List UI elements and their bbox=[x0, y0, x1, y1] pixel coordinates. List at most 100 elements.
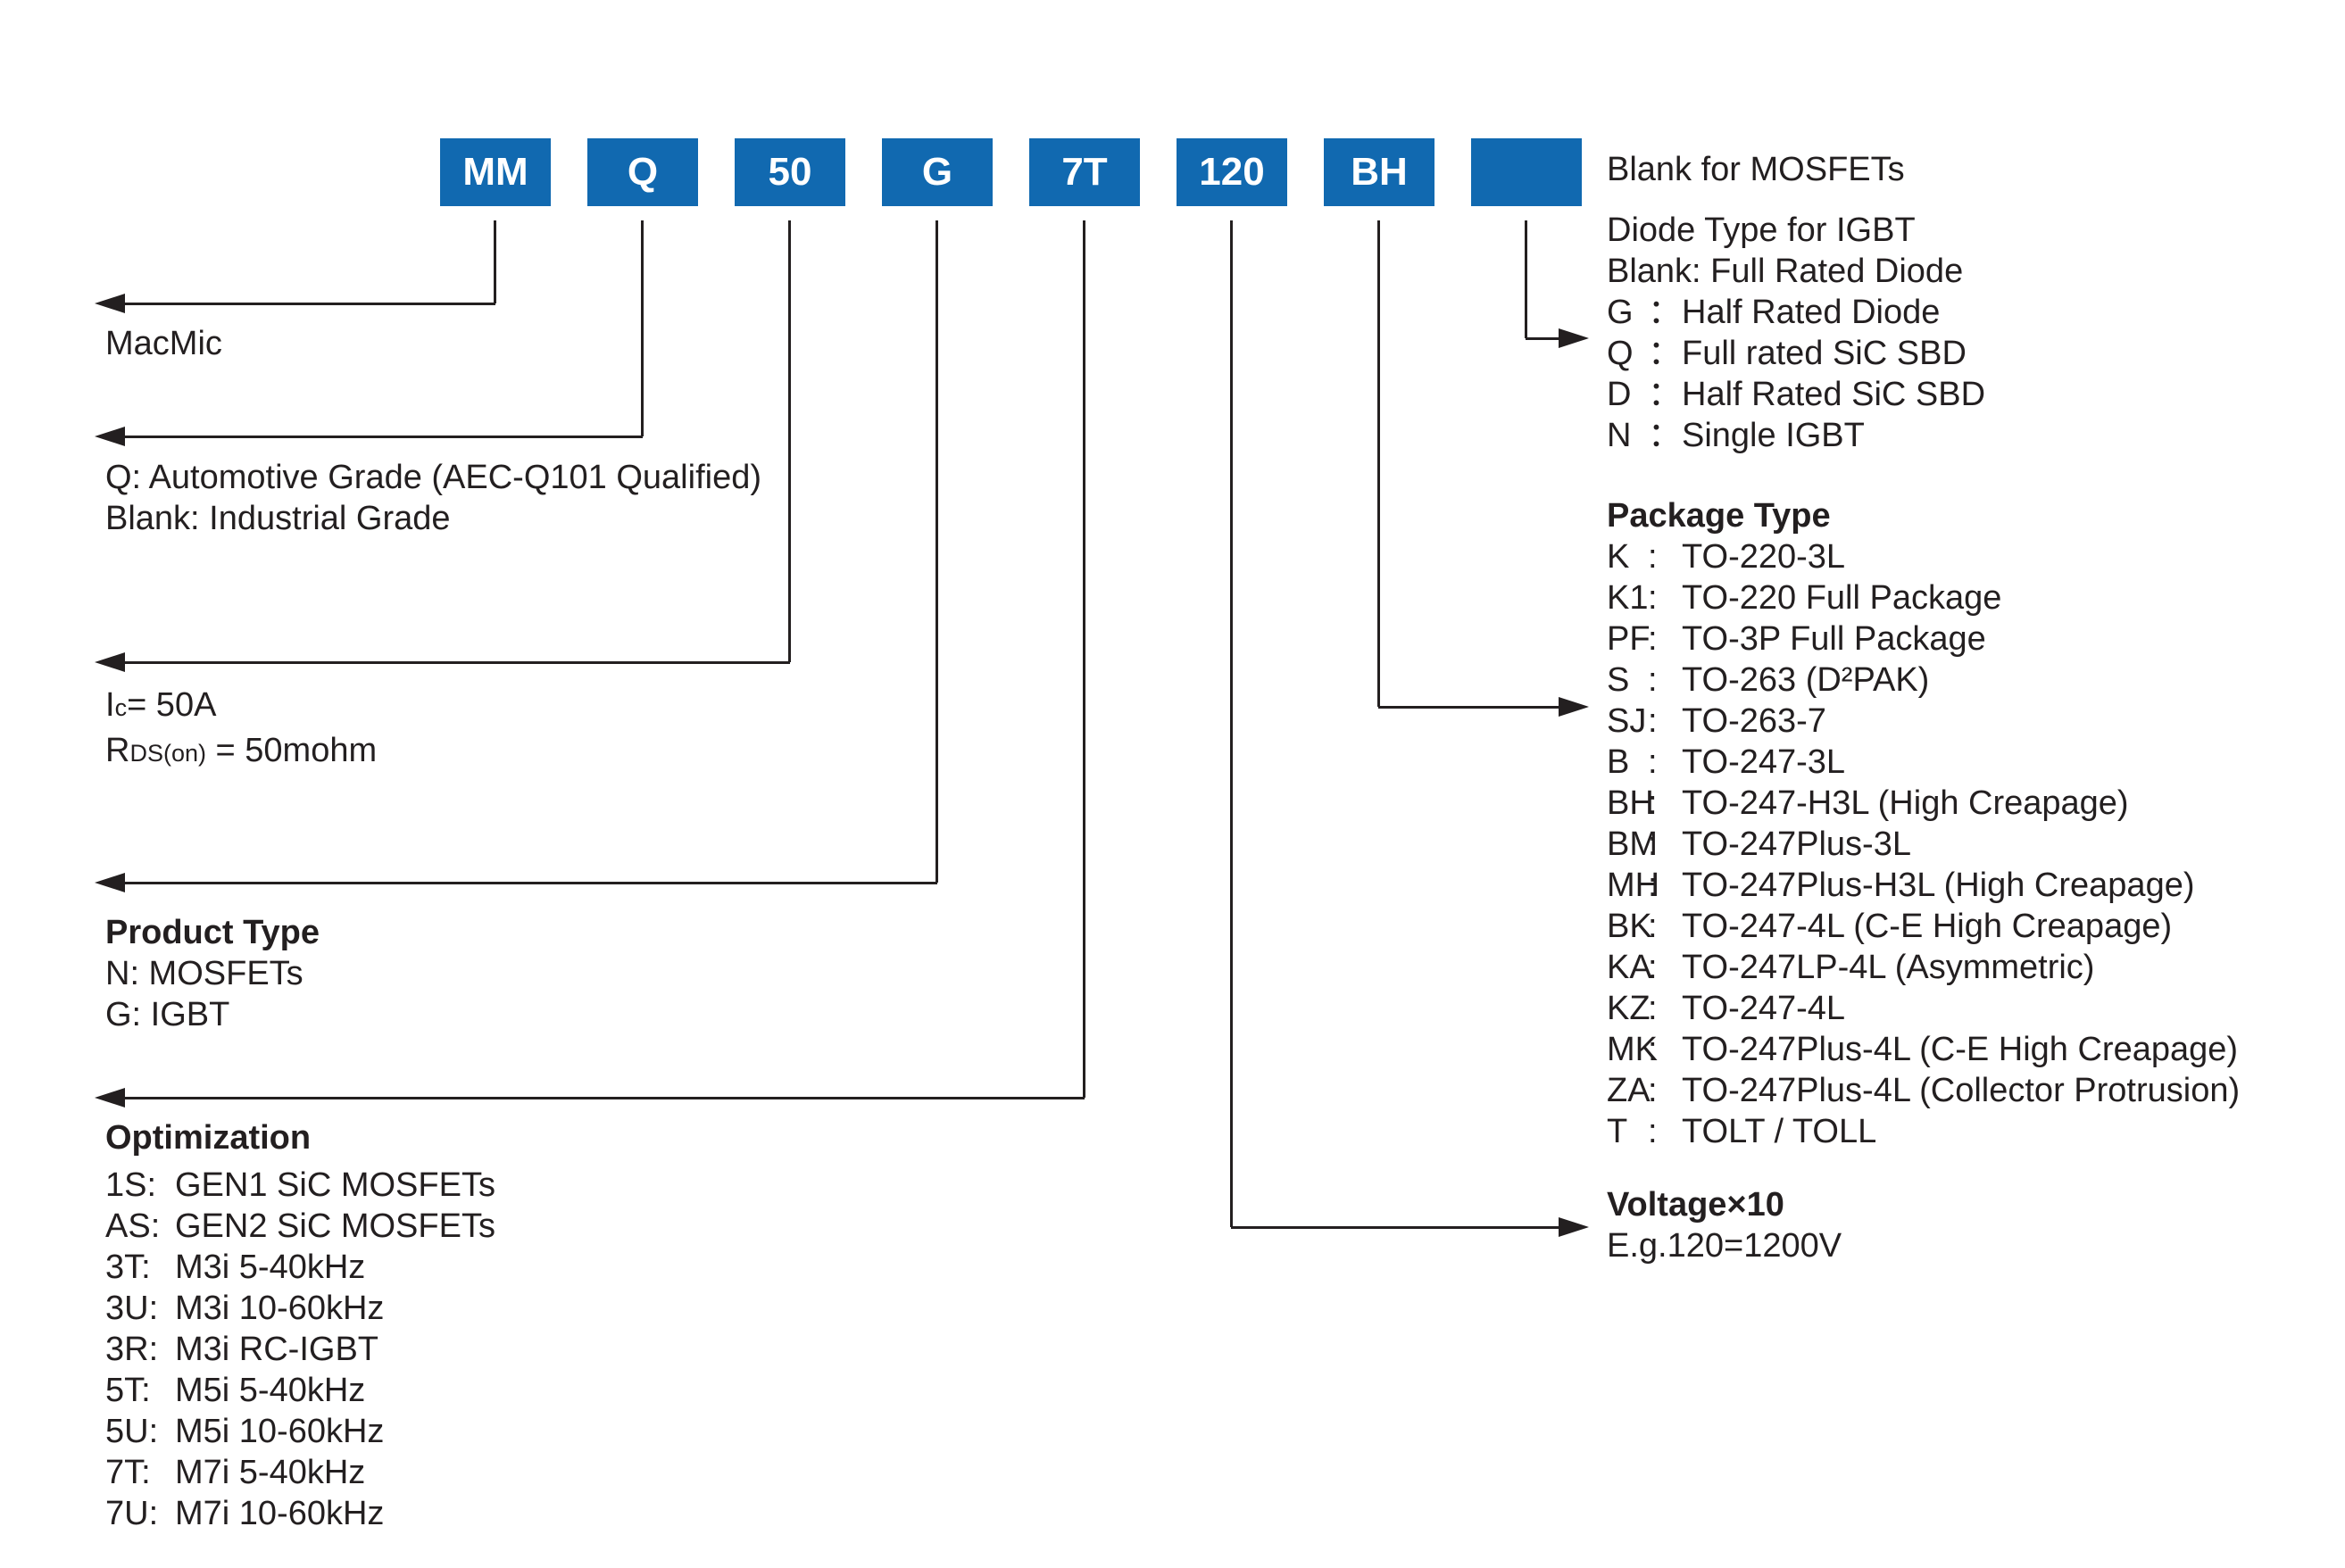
item-code: 5T: bbox=[105, 1372, 151, 1409]
item-desc: TO-263 (D²PAK) bbox=[1682, 661, 1930, 699]
package-row: KA : TO-247LP-4L (Asymmetric) bbox=[1607, 947, 2240, 988]
connector-g-down bbox=[936, 220, 938, 883]
grade-line-industrial: Blank: Industrial Grade bbox=[105, 500, 451, 537]
item-code: 1S: bbox=[105, 1166, 157, 1204]
item-colon: : bbox=[1648, 1072, 1658, 1109]
voltage-example: E.g.120=1200V bbox=[1607, 1227, 1842, 1265]
diode-type-block: Diode Type for IGBT Blank: Full Rated Di… bbox=[1607, 210, 1985, 456]
product-type-igbt: G: IGBT bbox=[105, 996, 230, 1033]
item-desc: TO-247-4L (C-E High Creapage) bbox=[1682, 908, 2173, 945]
diode-intro-line: Diode Type for IGBT bbox=[1607, 212, 1916, 249]
package-row: K : TO-220-3L bbox=[1607, 536, 2240, 577]
item-desc: TO-263-7 bbox=[1682, 702, 1826, 740]
item-code: AS: bbox=[105, 1207, 161, 1245]
item-colon: : bbox=[1648, 579, 1658, 617]
segment-label: BH bbox=[1351, 150, 1408, 194]
item-desc: TO-247-4L bbox=[1682, 990, 1846, 1027]
connector-blank-across bbox=[1526, 337, 1559, 340]
item-desc: Half Rated Diode bbox=[1682, 294, 1941, 331]
diode-blank-line: Blank: Full Rated Diode bbox=[1607, 253, 1964, 290]
item-code: S bbox=[1607, 661, 1630, 699]
connector-bh-down bbox=[1377, 220, 1380, 707]
item-code: T bbox=[1607, 1113, 1628, 1150]
voltage-block: Voltage×10 E.g.120=1200V bbox=[1607, 1184, 1842, 1266]
item-code: 3U: bbox=[105, 1290, 159, 1327]
item-colon: ： bbox=[1648, 417, 1683, 454]
optimization-row: 3R: M3i RC-IGBT bbox=[105, 1329, 495, 1370]
connector-120-down bbox=[1230, 220, 1233, 1227]
optimization-row: 7T: M7i 5-40kHz bbox=[105, 1452, 495, 1493]
item-desc: M3i 5-40kHz bbox=[175, 1249, 366, 1286]
item-desc: Single IGBT bbox=[1682, 417, 1865, 454]
package-row: ZA : TO-247Plus-4L (Collector Protrusion… bbox=[1607, 1070, 2240, 1111]
part-number-segment-box: G bbox=[882, 138, 993, 206]
package-row: MH : TO-247Plus-H3L (High Creapage) bbox=[1607, 865, 2240, 906]
q-arrowhead-left-icon bbox=[95, 427, 125, 446]
part-number-segment-box: 7T bbox=[1029, 138, 1140, 206]
optimization-row: 3U: M3i 10-60kHz bbox=[105, 1288, 495, 1329]
connector-120-across bbox=[1231, 1226, 1559, 1229]
diode-row: N ： Single IGBT bbox=[1607, 415, 1985, 456]
part-number-segment-box bbox=[1471, 138, 1582, 206]
item-colon: : bbox=[1648, 1113, 1658, 1150]
connector-mm-across bbox=[125, 303, 495, 305]
item-code: K bbox=[1607, 538, 1630, 576]
item-desc: Full rated SiC SBD bbox=[1682, 335, 1967, 372]
item-colon: : bbox=[1648, 1031, 1658, 1068]
item-colon: : bbox=[1648, 867, 1658, 904]
optimization-row: 1S: GEN1 SiC MOSFETs bbox=[105, 1165, 495, 1206]
connector-mm-down bbox=[494, 220, 496, 303]
item-colon: : bbox=[1648, 784, 1658, 822]
item-code: BH bbox=[1607, 784, 1654, 822]
connector-q-across bbox=[125, 436, 643, 438]
optimization-list: 1S: GEN1 SiC MOSFETs AS: GEN2 SiC MOSFET… bbox=[105, 1165, 495, 1534]
item-colon: ： bbox=[1648, 335, 1683, 372]
item-colon: ： bbox=[1648, 294, 1683, 331]
optimization-row: 3T: M3i 5-40kHz bbox=[105, 1247, 495, 1288]
item-colon: : bbox=[1648, 990, 1658, 1027]
item-code: MK bbox=[1607, 1031, 1658, 1068]
item-code: PF bbox=[1607, 620, 1651, 658]
item-code: Q bbox=[1607, 335, 1634, 372]
item-colon: : bbox=[1648, 702, 1658, 740]
item-colon: : bbox=[1648, 661, 1658, 699]
segment-label: 120 bbox=[1199, 150, 1265, 194]
item-code: 3R: bbox=[105, 1331, 159, 1368]
optimization-row: AS: GEN2 SiC MOSFETs bbox=[105, 1206, 495, 1247]
blank-note: Blank for MOSFETs bbox=[1607, 151, 1905, 188]
package-row: BH : TO-247-H3L (High Creapage) bbox=[1607, 783, 2240, 824]
item-code: N bbox=[1607, 417, 1632, 454]
brand-label: MacMic bbox=[105, 325, 222, 362]
diode-row: D ： Half Rated SiC SBD bbox=[1607, 374, 1985, 415]
item-desc: M7i 5-40kHz bbox=[175, 1454, 366, 1491]
grade-block: Q: Automotive Grade (AEC-Q101 Qualified)… bbox=[105, 457, 761, 539]
ic-subscript: c bbox=[114, 694, 128, 721]
segment-label: MM bbox=[462, 150, 528, 194]
package-type-block: Package Type K : TO-220-3L K1 : TO-220 F… bbox=[1607, 495, 2240, 1152]
item-colon: ： bbox=[1648, 376, 1683, 413]
item-desc: TO-247Plus-3L bbox=[1682, 825, 1911, 863]
ic-rating: Ic= 50A bbox=[105, 686, 217, 724]
voltage-title: Voltage×10 bbox=[1607, 1186, 1784, 1224]
product-type-mosfets: N: MOSFETs bbox=[105, 955, 304, 992]
item-code: SJ bbox=[1607, 702, 1647, 740]
package-row: SJ : TO-263-7 bbox=[1607, 701, 2240, 742]
item-code: D bbox=[1607, 376, 1632, 413]
connector-bh-across bbox=[1378, 706, 1559, 709]
grade-line-automotive: Q: Automotive Grade (AEC-Q101 Qualified) bbox=[105, 459, 761, 496]
item-code: 5U: bbox=[105, 1413, 159, 1450]
item-desc: M3i 10-60kHz bbox=[175, 1290, 385, 1327]
item-code: B bbox=[1607, 743, 1630, 781]
optimization-title: Optimization bbox=[105, 1119, 312, 1157]
item-code: MH bbox=[1607, 867, 1660, 904]
item-desc: TO-247Plus-4L (Collector Protrusion) bbox=[1682, 1072, 2241, 1109]
product-type-title: Product Type bbox=[105, 914, 320, 951]
diode-list: G ： Half Rated Diode Q ： Full rated SiC … bbox=[1607, 292, 1985, 456]
package-row: K1 : TO-220 Full Package bbox=[1607, 577, 2240, 618]
item-desc: Half Rated SiC SBD bbox=[1682, 376, 1986, 413]
optimization-row: 5U: M5i 10-60kHz bbox=[105, 1411, 495, 1452]
part-number-segment-box: 50 bbox=[735, 138, 845, 206]
package-list: K : TO-220-3L K1 : TO-220 Full Package P… bbox=[1607, 536, 2240, 1152]
rds-rating: RDS(on) = 50mohm bbox=[105, 732, 378, 769]
item-colon: : bbox=[1648, 825, 1658, 863]
